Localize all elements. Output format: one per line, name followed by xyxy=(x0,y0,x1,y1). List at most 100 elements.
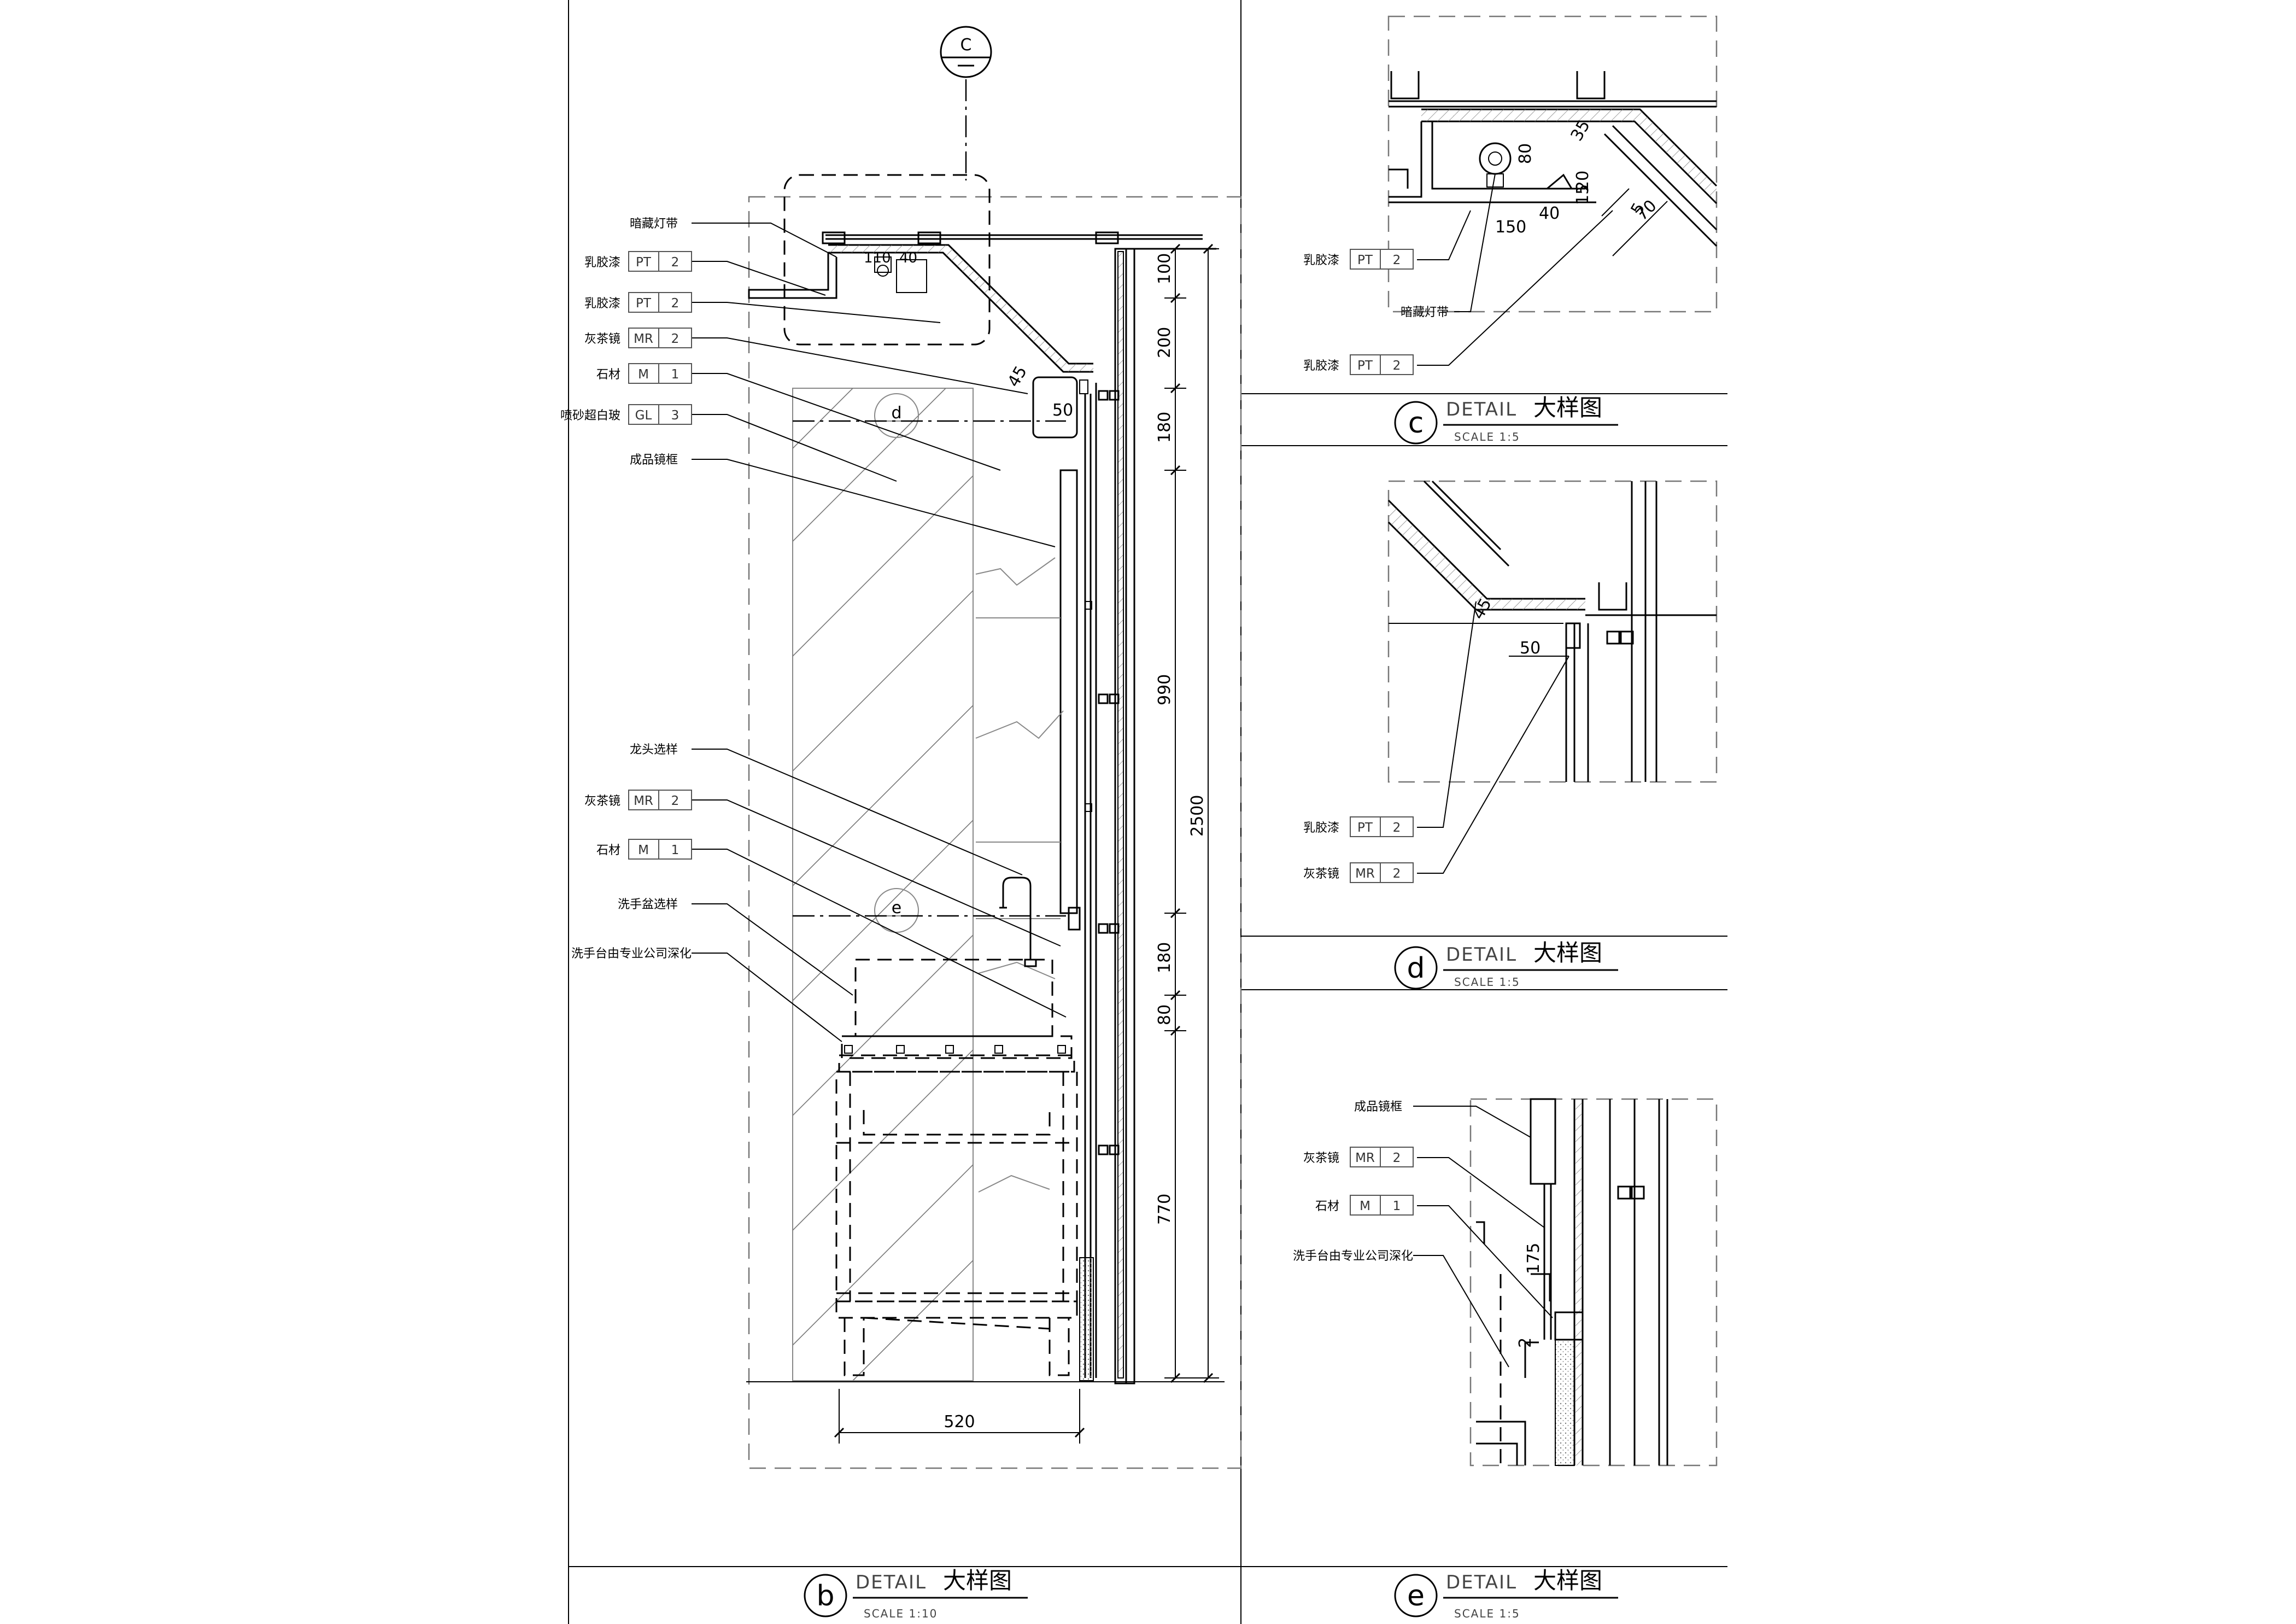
tag-mr-2-num: 2 xyxy=(671,794,680,808)
label-grey-mirror-1: 灰茶镜 xyxy=(584,332,620,346)
dim-100: 100 xyxy=(1155,253,1174,284)
tag-gl-3: GL xyxy=(635,408,652,423)
label-grey-mirror-2: 灰茶镜 xyxy=(584,795,620,808)
section-bubble-c: C xyxy=(940,26,992,78)
wall-studs xyxy=(1085,390,1120,1155)
section-bubble-d-label: d xyxy=(891,404,901,423)
detail-d-drawing: 45 50 乳胶漆 灰茶镜 PT 2 MR 2 xyxy=(1303,480,1718,883)
label-mirror-frame: 成品镜框 xyxy=(630,453,678,467)
glass-hatching xyxy=(793,388,973,1381)
title-c-scale: SCALE 1:5 xyxy=(1454,430,1520,443)
detail-b-labels: 暗藏灯带 乳胶漆 乳胶漆 灰茶镜 石材 喷砂超白玻 成品镜框 龙头选样 灰茶镜 … xyxy=(560,217,692,961)
dim-180-top: 180 xyxy=(1155,412,1174,443)
dim-180-bottom: 180 xyxy=(1155,942,1174,973)
c-tag-pt-1-num: 2 xyxy=(1393,253,1401,267)
e-label-mirror-frame: 成品镜框 xyxy=(1354,1100,1402,1114)
label-latex-paint-1: 乳胶漆 xyxy=(584,256,620,270)
d-tag-mr-num: 2 xyxy=(1393,867,1401,881)
d-tag-mr: MR xyxy=(1355,867,1375,881)
tag-pt-1-num: 2 xyxy=(671,255,680,270)
dim-990: 990 xyxy=(1155,674,1174,705)
title-c: c DETAIL 大样图 SCALE 1:5 xyxy=(1394,394,1618,445)
title-b: b DETAIL 大样图 SCALE 1:10 xyxy=(804,1567,1028,1620)
e-tag-m-num: 1 xyxy=(1393,1199,1401,1213)
title-d-cn: 大样图 xyxy=(1533,939,1602,966)
section-bubble-d: d xyxy=(793,393,1066,438)
e-tag-mr-num: 2 xyxy=(1393,1151,1401,1165)
section-bubble-e-label: e xyxy=(892,898,901,918)
tag-mr-2: MR xyxy=(634,794,653,808)
tag-m-1: M xyxy=(638,367,649,382)
dim-520: 520 xyxy=(944,1412,975,1432)
d-tag-pt-num: 2 xyxy=(1393,821,1401,835)
label-stone-1: 石材 xyxy=(596,368,620,382)
tag-m-1-num: 1 xyxy=(671,367,680,382)
dim-45: 45 xyxy=(1004,363,1031,390)
d-dim-50: 50 xyxy=(1520,639,1541,658)
tag-mr-1: MR xyxy=(634,332,653,346)
title-d: d DETAIL 大样图 SCALE 1:5 xyxy=(1394,939,1618,990)
e-label-grey-mirror: 灰茶镜 xyxy=(1303,1152,1339,1165)
label-faucet: 龙头选样 xyxy=(630,743,678,757)
dim-2500: 2500 xyxy=(1188,795,1207,837)
detail-c-drawing: 35 80 20 15 150 40 5 70 乳胶漆 暗藏灯带 乳胶漆 PT … xyxy=(1303,15,1718,375)
label-vanity-note: 洗手台由专业公司深化 xyxy=(571,947,692,961)
detail-b-tags: PT 2 PT 2 MR 2 M 1 GL 3 MR 2 M 1 xyxy=(628,251,692,860)
dim-80: 80 xyxy=(1155,1004,1174,1025)
c-dim-70: 70 xyxy=(1632,196,1661,225)
tag-mr-1-num: 2 xyxy=(671,332,680,346)
title-d-letter: d xyxy=(1407,952,1425,985)
section-bubble-c-label: C xyxy=(960,36,972,55)
tag-gl-3-num: 3 xyxy=(671,408,680,423)
e-dim-175: 175 xyxy=(1524,1243,1543,1274)
e-label-vanity-note: 洗手台由专业公司深化 xyxy=(1293,1249,1413,1263)
detail-b-drawing: C xyxy=(560,26,1242,1469)
section-bubble-e: e xyxy=(793,888,1066,933)
title-c-cn: 大样图 xyxy=(1533,394,1602,421)
tag-pt-1: PT xyxy=(636,255,652,270)
title-b-letter: b xyxy=(816,1580,834,1613)
tag-m-2-num: 1 xyxy=(671,843,680,857)
d-label-grey-mirror: 灰茶镜 xyxy=(1303,867,1339,881)
tag-pt-2: PT xyxy=(636,296,652,311)
c-tag-pt-2: PT xyxy=(1357,359,1373,373)
label-frosted-glass: 喷砂超白玻 xyxy=(560,409,620,423)
dim-770: 770 xyxy=(1155,1194,1174,1225)
title-d-en: DETAIL xyxy=(1446,944,1517,966)
title-b-en: DETAIL xyxy=(856,1572,927,1593)
vertical-dimensions: 100 200 180 990 2500 180 80 770 xyxy=(1155,243,1219,1383)
c-label-latex-paint-2: 乳胶漆 xyxy=(1303,359,1339,373)
title-e-en: DETAIL xyxy=(1446,1572,1517,1593)
c-dim-15: 15 xyxy=(1573,184,1592,205)
d-tag-pt: PT xyxy=(1357,821,1373,835)
label-stone-2: 石材 xyxy=(596,844,620,857)
horizontal-dimension: 520 xyxy=(834,1389,1085,1444)
title-b-scale: SCALE 1:10 xyxy=(864,1607,938,1620)
tag-m-2: M xyxy=(638,843,649,857)
e-label-stone: 石材 xyxy=(1315,1200,1339,1213)
label-basin: 洗手盆选样 xyxy=(618,898,678,912)
title-b-cn: 大样图 xyxy=(943,1567,1012,1594)
dim-200: 200 xyxy=(1155,327,1174,358)
title-d-scale: SCALE 1:5 xyxy=(1454,975,1520,989)
c-label-latex-paint-1: 乳胶漆 xyxy=(1303,254,1339,267)
c-label-hidden-led: 暗藏灯带 xyxy=(1401,306,1449,319)
label-hidden-led-strip: 暗藏灯带 xyxy=(630,217,678,231)
title-e-scale: SCALE 1:5 xyxy=(1454,1607,1520,1620)
title-e-letter: e xyxy=(1407,1580,1425,1613)
c-tag-pt-1: PT xyxy=(1357,253,1373,267)
c-dim-40: 40 xyxy=(1539,204,1560,223)
dim-110: 110 xyxy=(864,250,891,266)
dim-50: 50 xyxy=(1052,401,1073,420)
e-dim-2: 2 xyxy=(1516,1337,1535,1348)
title-e-cn: 大样图 xyxy=(1533,1567,1602,1594)
d-label-latex-paint: 乳胶漆 xyxy=(1303,821,1339,835)
tag-pt-2-num: 2 xyxy=(671,296,680,311)
title-c-letter: c xyxy=(1408,407,1424,440)
detail-b-leaders xyxy=(692,223,1067,1042)
c-dim-80: 80 xyxy=(1516,143,1535,164)
c-tag-pt-2-num: 2 xyxy=(1393,359,1401,373)
title-e: e DETAIL 大样图 SCALE 1:5 xyxy=(1394,1567,1618,1620)
e-tag-m: M xyxy=(1360,1199,1370,1213)
